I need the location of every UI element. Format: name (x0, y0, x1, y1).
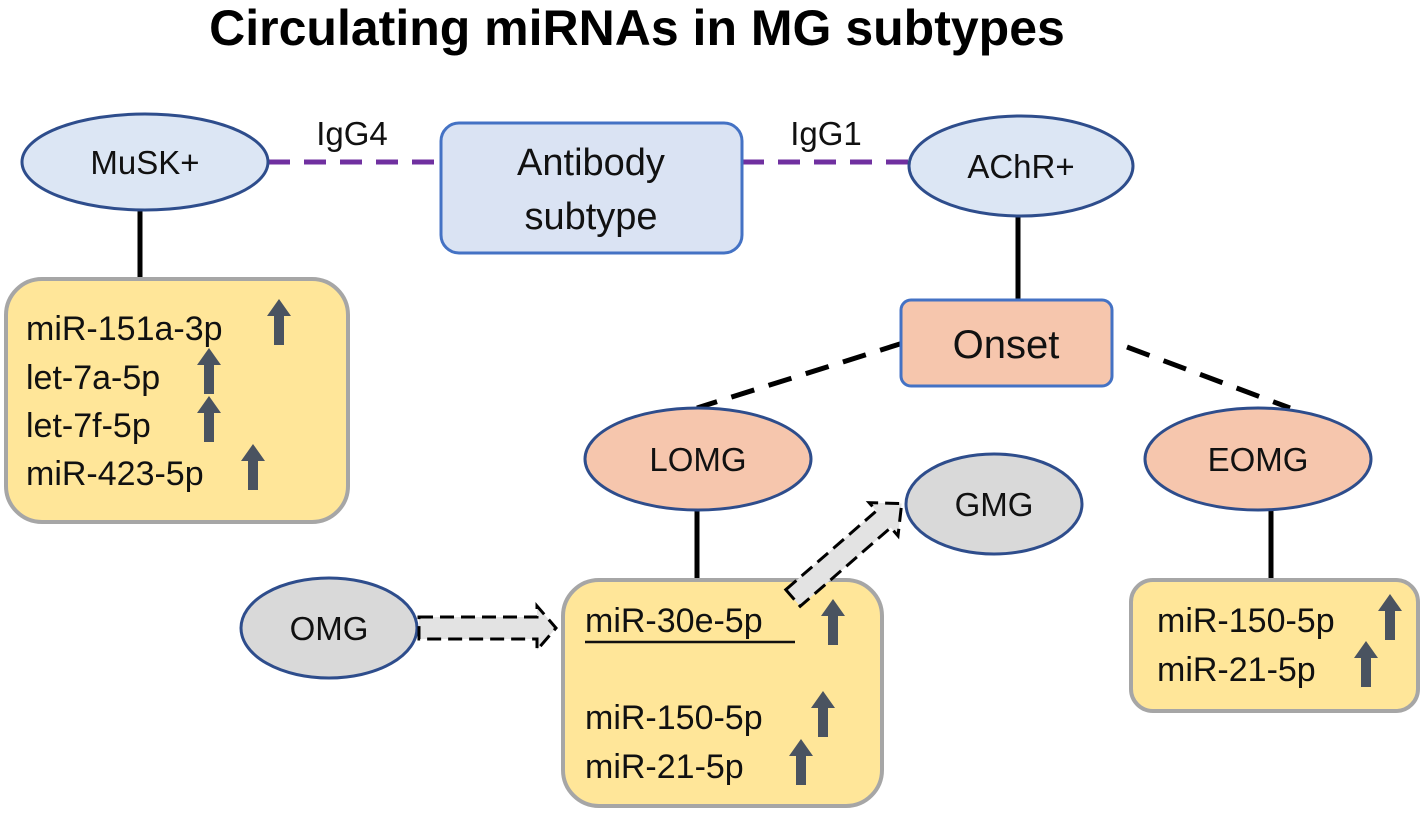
onset-label: Onset (953, 323, 1060, 367)
musk-label: MuSK+ (90, 144, 199, 181)
lomg-to-gmg-arrow (783, 501, 904, 609)
musk-node: MuSK+ (20, 112, 270, 212)
onset-to-lomg-dashed-line (696, 340, 904, 411)
achr-label: AChR+ (967, 148, 1074, 185)
musk-mirna-4: miR-423-5p (26, 455, 204, 493)
eomg-mirna-1: miR-150-5p (1157, 602, 1335, 640)
lomg-mirna-1: miR-30e-5p (585, 602, 763, 640)
diagram-title: Circulating miRNAs in MG subtypes (209, 0, 1065, 56)
onset-to-eomg-dashed-line (1126, 344, 1291, 411)
antibody-label-line1: Antibody (517, 142, 665, 184)
omg-node: OMG (239, 576, 419, 680)
lomg-mirna-3: miR-21-5p (585, 748, 744, 786)
igg1-label: IgG1 (790, 115, 862, 152)
lomg-label: LOMG (649, 441, 746, 478)
achr-node: AChR+ (907, 114, 1135, 218)
connectors (137, 159, 1291, 580)
omg-to-lomg-arrow (417, 601, 558, 655)
lomg-node: LOMG (583, 406, 813, 512)
antibody-subtype-node: Antibody subtype (439, 121, 744, 255)
lomg-mirna-box: miR-30e-5p miR-150-5p miR-21-5p (561, 578, 884, 808)
antibody-label-line2: subtype (524, 196, 657, 238)
eomg-label: EOMG (1208, 441, 1309, 478)
musk-mirna-box: miR-151a-3p let-7a-5p let-7f-5p miR-423-… (4, 277, 350, 524)
gmg-label: GMG (955, 486, 1034, 523)
lomg-mirna-2: miR-150-5p (585, 699, 763, 737)
gmg-node: GMG (904, 452, 1084, 556)
eomg-node: EOMG (1143, 406, 1373, 512)
musk-mirna-3: let-7f-5p (26, 407, 151, 445)
eomg-mirna-2: miR-21-5p (1157, 651, 1316, 689)
musk-mirna-1: miR-151a-3p (26, 310, 223, 348)
omg-label: OMG (290, 610, 369, 647)
musk-mirna-2: let-7a-5p (26, 359, 160, 397)
eomg-mirna-box: miR-150-5p miR-21-5p (1129, 578, 1420, 713)
igg4-label: IgG4 (316, 115, 388, 152)
onset-node: Onset (899, 298, 1114, 388)
